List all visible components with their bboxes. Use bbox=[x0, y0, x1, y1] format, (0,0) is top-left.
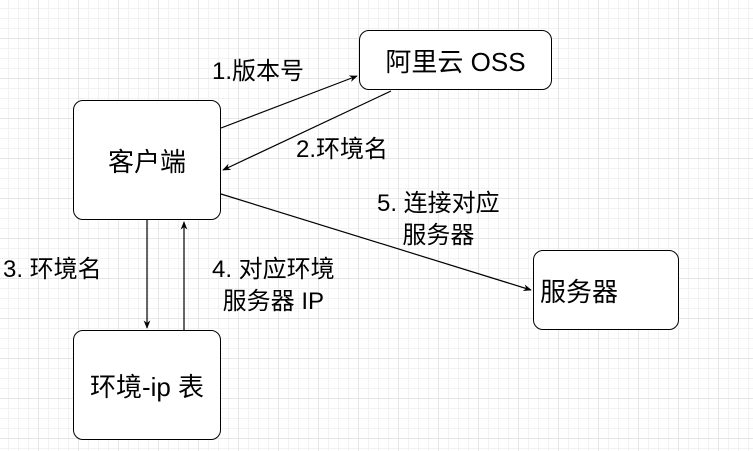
edge-label-version: 1.版本号 bbox=[212, 56, 304, 88]
server-node[interactable]: 服务器 bbox=[533, 250, 679, 330]
edge-client-to-server bbox=[220, 193, 532, 291]
edge-client-to-oss bbox=[220, 75, 358, 129]
edge-label-version-text: 1.版本号 bbox=[212, 58, 305, 85]
edge-label-server-ip-line2: 服务器 IP bbox=[222, 288, 325, 315]
edge-oss-to-client bbox=[222, 90, 392, 171]
edge-label-server-ip: 4. 对应环境 服务器 IP bbox=[212, 254, 335, 318]
edge-label-env-name-query-text: 3. 环境名 bbox=[3, 256, 102, 283]
client-node[interactable]: 客户端 bbox=[73, 100, 221, 220]
env-ip-table-label: 环境-ip 表 bbox=[89, 371, 205, 402]
edge-label-connect-server-line2: 服务器 bbox=[402, 222, 475, 249]
edge-label-env-name-query: 3. 环境名 bbox=[3, 254, 102, 286]
edge-label-server-ip-line1: 4. 对应环境 bbox=[212, 256, 335, 283]
edge-label-env-name-return-text: 2.环境名 bbox=[296, 136, 389, 163]
edge-label-connect-server-line1: 5. 连接对应 bbox=[377, 190, 500, 217]
client-label: 客户端 bbox=[107, 146, 186, 177]
oss-node[interactable]: 阿里云 OSS bbox=[359, 30, 552, 90]
edge-label-connect-server: 5. 连接对应 服务器 bbox=[377, 188, 500, 252]
oss-label: 阿里云 OSS bbox=[385, 46, 526, 77]
edge-label-env-name-return: 2.环境名 bbox=[296, 134, 388, 166]
env-ip-table-node[interactable]: 环境-ip 表 bbox=[73, 330, 221, 440]
server-label: 服务器 bbox=[540, 276, 619, 307]
